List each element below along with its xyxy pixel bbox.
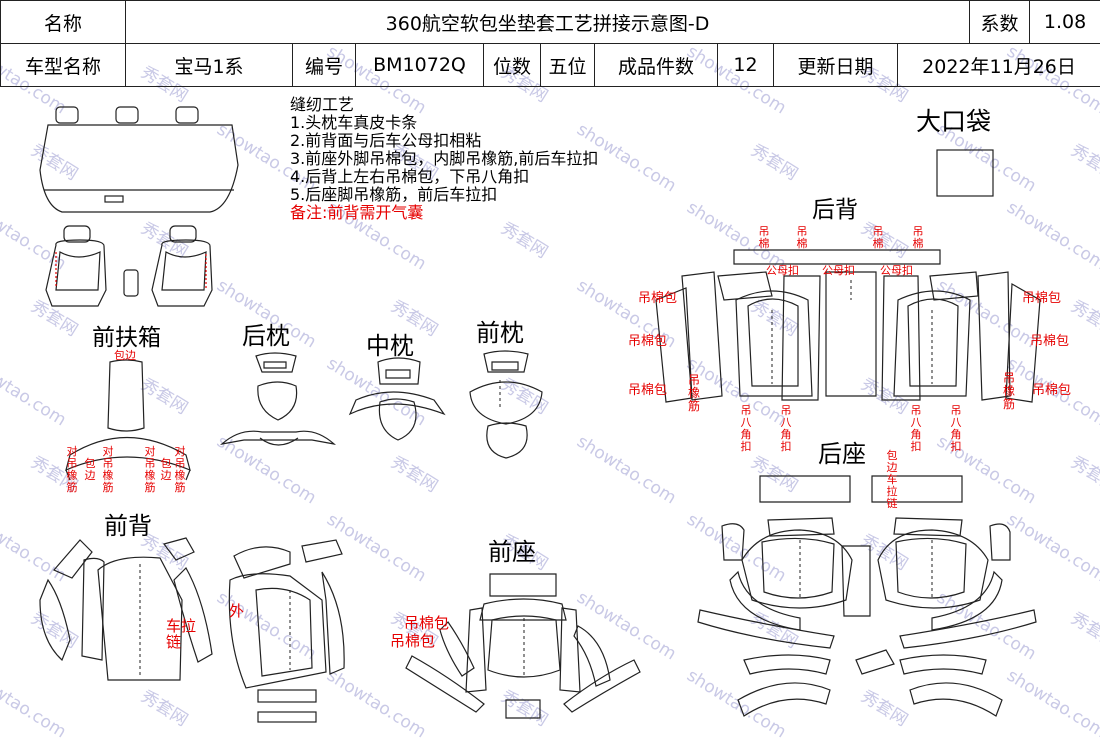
note-item-1: 1.头枕车真皮卡条 [290, 114, 598, 132]
note-item-4: 4.后背上左右吊棉包，下吊八角扣 [290, 168, 598, 186]
label-diao-mian-bao-rear-right-2: 吊棉包 [1030, 330, 1069, 349]
label-dui-diao-xiang-jin-4: 对吊橡筋 [174, 446, 186, 494]
label-bao-bian-armrest: 包边 [114, 347, 136, 363]
label-diao-mian-bao-front-seat-2: 吊棉包 [390, 630, 435, 651]
label-bao-bian-che-la-lian: 包边车拉链 [886, 450, 898, 510]
label-diao-ba-jiao-kou-3: 吊八角扣 [910, 405, 922, 453]
label-bao-bian-1: 包边 [84, 458, 96, 482]
front-back-title: 前背 [104, 506, 152, 541]
mid-headrest-title: 中枕 [366, 326, 414, 361]
rear-seat-title: 后座 [818, 434, 866, 469]
label-gong-mu-kou-2: 公母扣 [822, 262, 855, 278]
label-gong-mu-kou-1: 公母扣 [766, 262, 799, 278]
sewing-notes: 缝纫工艺 1.头枕车真皮卡条 2.前背面与后车公母扣相粘 3.前座外脚吊棉包，内… [290, 96, 598, 222]
front-seat-pieces [406, 574, 640, 718]
label-dui-diao-xiang-jin-3: 对吊橡筋 [144, 446, 156, 494]
rear-seat-pieces [698, 476, 1036, 716]
label-diao-mian-bao-rear-left-2: 吊棉包 [628, 330, 667, 349]
label-diao-mian-bao-rear-right-3: 吊棉包 [1032, 379, 1071, 398]
big-pocket-piece [937, 150, 993, 196]
label-dui-diao-xiang-jin-2: 对吊橡筋 [102, 446, 114, 494]
front-seats-overview [46, 226, 212, 306]
label-wai: 外 [229, 600, 244, 621]
label-diao-mian-1: 吊棉 [758, 226, 770, 250]
label-diao-ba-jiao-kou-4: 吊八角扣 [950, 405, 962, 453]
note-item-3: 3.前座外脚吊棉包，内脚吊橡筋,前后车拉扣 [290, 150, 598, 168]
rear-back-title: 后背 [812, 190, 858, 224]
note-item-2: 2.前背面与后车公母扣相粘 [290, 132, 598, 150]
label-diao-mian-bao-rear-left-3: 吊棉包 [628, 379, 667, 398]
rear-headrest-pieces [222, 353, 334, 445]
rear-bench-overview [40, 107, 238, 212]
rear-headrest-title: 后枕 [242, 316, 290, 351]
label-dui-diao-xiang-jin-1: 对吊橡筋 [66, 446, 78, 494]
label-bao-bian-2: 包边 [160, 458, 172, 482]
front-headrest-pieces [470, 351, 542, 458]
label-diao-mian-3: 吊棉 [872, 226, 884, 250]
label-diao-mian-4: 吊棉 [912, 226, 924, 250]
label-diao-mian-bao-rear-right-1: 吊棉包 [1022, 287, 1061, 306]
front-seat-title: 前座 [488, 532, 536, 567]
label-diao-xiang-jin-right: 吊橡筋 [1003, 372, 1015, 411]
label-che-la-lian: 车拉链 [166, 618, 202, 650]
label-diao-xiang-jin-left: 吊橡筋 [688, 374, 700, 413]
label-diao-ba-jiao-kou-2: 吊八角扣 [780, 405, 792, 453]
label-diao-mian-bao-rear-left-1: 吊棉包 [638, 287, 677, 306]
note-remark: 备注:前背需开气囊 [290, 204, 598, 222]
label-diao-ba-jiao-kou-1: 吊八角扣 [740, 405, 752, 453]
front-headrest-title: 前枕 [476, 313, 524, 348]
notes-heading: 缝纫工艺 [290, 96, 598, 114]
big-pocket-title: 大口袋 [916, 102, 991, 138]
label-gong-mu-kou-3: 公母扣 [880, 262, 913, 278]
label-diao-mian-2: 吊棉 [796, 226, 808, 250]
note-item-5: 5.后座脚吊橡筋，前后车拉扣 [290, 186, 598, 204]
mid-headrest-pieces [350, 358, 444, 440]
